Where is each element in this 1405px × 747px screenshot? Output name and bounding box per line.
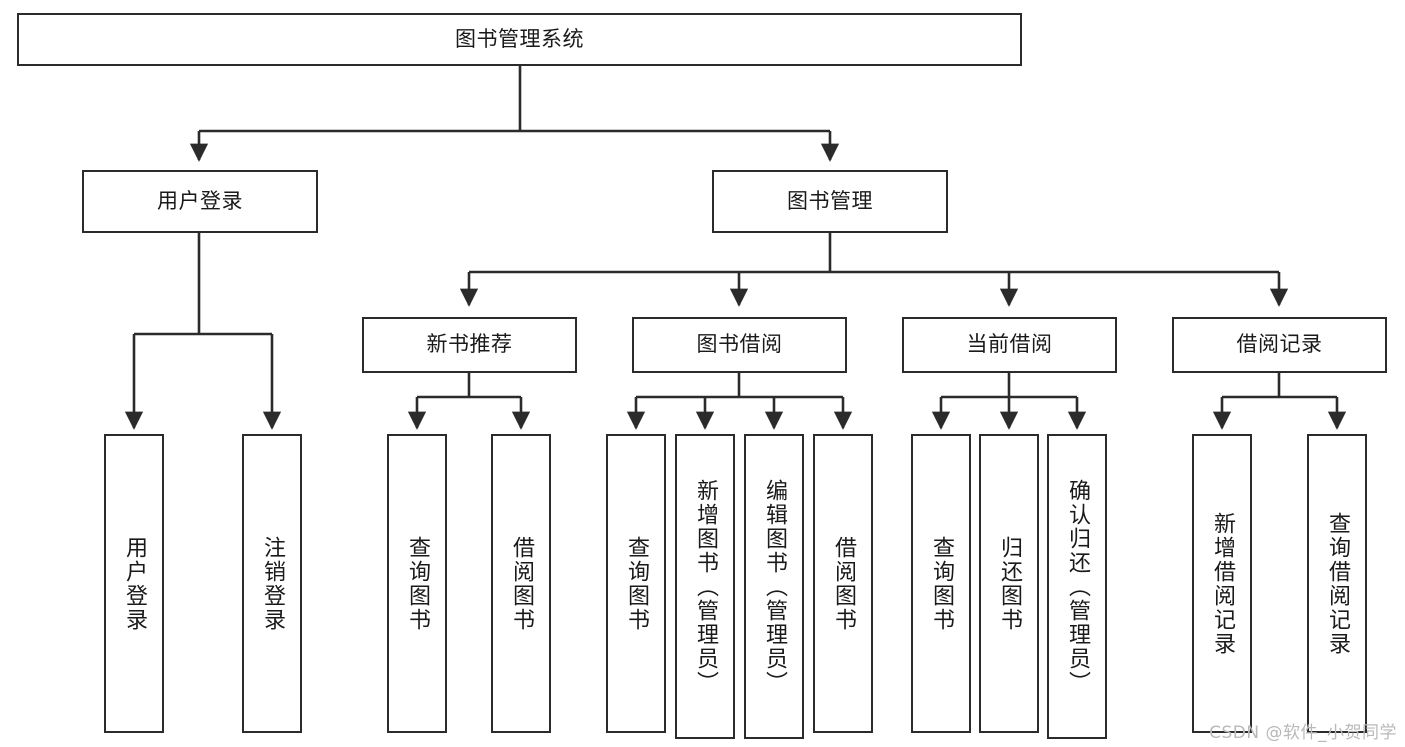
csdn-watermark: CSDN @软件_小贺同学 (1209, 723, 1397, 743)
node-book-borrow-label: 图书借阅 (696, 332, 783, 357)
node-leaf-logout-login-label: 注销登录 (259, 535, 285, 632)
node-leaf-add-book[interactable]: 新增图书（管理员） (675, 434, 735, 739)
node-book-manage-label: 图书管理 (787, 188, 873, 213)
node-book-manage[interactable]: 图书管理 (712, 170, 948, 233)
node-user-login-label: 用户登录 (157, 188, 243, 213)
node-new-book-recommend-label: 新书推荐 (426, 332, 513, 357)
node-leaf-add-record[interactable]: 新增借阅记录 (1192, 434, 1252, 733)
node-user-login[interactable]: 用户登录 (82, 170, 318, 233)
node-leaf-borrow-book-1-label: 借阅图书 (508, 535, 534, 632)
node-leaf-confirm-return[interactable]: 确认归还（管理员） (1047, 434, 1107, 739)
node-borrow-record-label: 借阅记录 (1236, 332, 1323, 357)
node-leaf-query-book-3-label: 查询图书 (928, 535, 954, 632)
node-current-borrow[interactable]: 当前借阅 (902, 317, 1117, 373)
node-leaf-return-book-label: 归还图书 (996, 535, 1022, 632)
node-leaf-edit-book-label: 编辑图书（管理员） (761, 478, 787, 695)
node-root-label: 图书管理系统 (455, 26, 584, 51)
node-new-book-recommend[interactable]: 新书推荐 (362, 317, 577, 373)
node-root[interactable]: 图书管理系统 (17, 13, 1022, 66)
node-leaf-add-book-label: 新增图书（管理员） (692, 478, 718, 695)
node-leaf-query-book-2[interactable]: 查询图书 (606, 434, 666, 733)
node-current-borrow-label: 当前借阅 (966, 332, 1053, 357)
node-leaf-borrow-book-2-label: 借阅图书 (830, 535, 856, 632)
node-leaf-query-book-2-label: 查询图书 (623, 535, 649, 632)
node-leaf-confirm-return-label: 确认归还（管理员） (1064, 478, 1090, 695)
node-leaf-borrow-book-2[interactable]: 借阅图书 (813, 434, 873, 733)
node-leaf-user-login-label: 用户登录 (121, 535, 147, 632)
node-leaf-query-record[interactable]: 查询借阅记录 (1307, 434, 1367, 733)
node-leaf-user-login[interactable]: 用户登录 (104, 434, 164, 733)
node-leaf-borrow-book-1[interactable]: 借阅图书 (491, 434, 551, 733)
node-book-borrow[interactable]: 图书借阅 (632, 317, 847, 373)
node-leaf-add-record-label: 新增借阅记录 (1209, 511, 1235, 656)
node-leaf-logout-login[interactable]: 注销登录 (242, 434, 302, 733)
node-leaf-return-book[interactable]: 归还图书 (979, 434, 1039, 733)
node-leaf-query-book-1[interactable]: 查询图书 (387, 434, 447, 733)
node-leaf-query-record-label: 查询借阅记录 (1324, 511, 1350, 656)
node-leaf-query-book-3[interactable]: 查询图书 (911, 434, 971, 733)
node-leaf-query-book-1-label: 查询图书 (404, 535, 430, 632)
node-leaf-edit-book[interactable]: 编辑图书（管理员） (744, 434, 804, 739)
node-borrow-record[interactable]: 借阅记录 (1172, 317, 1387, 373)
